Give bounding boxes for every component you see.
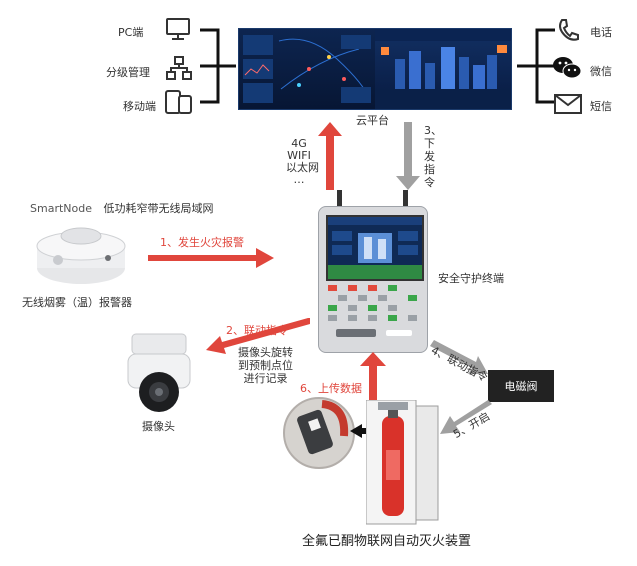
downlink-char-4: 令 [424, 176, 435, 189]
detail-pointer-arrow [350, 424, 378, 438]
phone-icon [557, 18, 579, 42]
monitor-icon [165, 16, 191, 42]
downlink-step: 3、 [424, 124, 442, 137]
step1-arrow [148, 248, 274, 268]
step6-label: 6、上传数据 [300, 382, 362, 395]
sms-channel-label: 短信 [590, 100, 612, 113]
envelope-icon [554, 94, 582, 114]
camera-note-line1: 摄像头旋转 [238, 346, 293, 359]
downlink-char-2: 发 [424, 150, 435, 163]
pc-client-label: PC端 [118, 26, 144, 39]
camera-label: 摄像头 [142, 420, 175, 433]
valve-label: 电磁阀 [504, 380, 538, 393]
fire-extinguisher-cabinet-image [366, 400, 439, 525]
step2-arrow [206, 318, 310, 354]
uplink-wifi: WIFI [287, 149, 311, 162]
smartnode-brand: SmartNode [30, 202, 92, 215]
extinguisher-detail-image [283, 397, 355, 469]
step4-arrow [430, 340, 488, 374]
uplink-4g: 4G [291, 137, 307, 150]
mobile-devices-icon [165, 88, 193, 116]
wechat-channel-label: 微信 [590, 65, 612, 78]
mobile-client-label: 移动端 [123, 100, 156, 113]
left-bracket [200, 28, 236, 104]
step1-label: 1、发生火灾报警 [160, 236, 244, 249]
step5-arrow [440, 400, 492, 434]
cloud-platform-label: 云平台 [356, 114, 389, 127]
camera-note: 摄像头旋转 到预制点位 进行记录 [238, 346, 293, 385]
downlink-arrow [396, 122, 420, 190]
uplink-arrow [318, 122, 342, 190]
hierarchy-icon [166, 55, 192, 81]
uplink-ethernet: 以太网 [286, 161, 319, 174]
downlink-char-3: 指 [424, 163, 435, 176]
smartnode-desc: 低功耗窄带无线局域网 [103, 202, 214, 215]
system-title: 全氟已酮物联网自动灭火装置 [302, 534, 472, 549]
cloud-dashboard-image [238, 28, 512, 110]
camera-note-line3: 进行记录 [243, 372, 288, 385]
security-terminal-image [318, 206, 428, 353]
tiered-management-label: 分级管理 [106, 66, 150, 79]
wechat-icon [552, 56, 582, 80]
smoke-alarm-image [36, 227, 126, 284]
terminal-label: 安全守护终端 [438, 272, 504, 285]
uplink-labels: 4G WIFI 以太网 … [286, 137, 319, 186]
uplink-more: … [293, 173, 305, 186]
right-bracket [517, 28, 555, 104]
downlink-labels: 3、 下 发 指 令 [424, 124, 444, 189]
phone-channel-label: 电话 [590, 26, 612, 39]
camera-image [127, 333, 191, 412]
terminal-antennas [337, 190, 408, 208]
smoke-alarm-label: 无线烟雾（温）报警器 [22, 296, 132, 309]
downlink-char-1: 下 [424, 137, 435, 150]
camera-note-line2: 到预制点位 [238, 359, 293, 372]
solenoid-valve-box: 电磁阀 [488, 370, 554, 402]
step6-arrow [360, 352, 386, 402]
smartnode-header: SmartNode 低功耗窄带无线局域网 [30, 200, 213, 216]
